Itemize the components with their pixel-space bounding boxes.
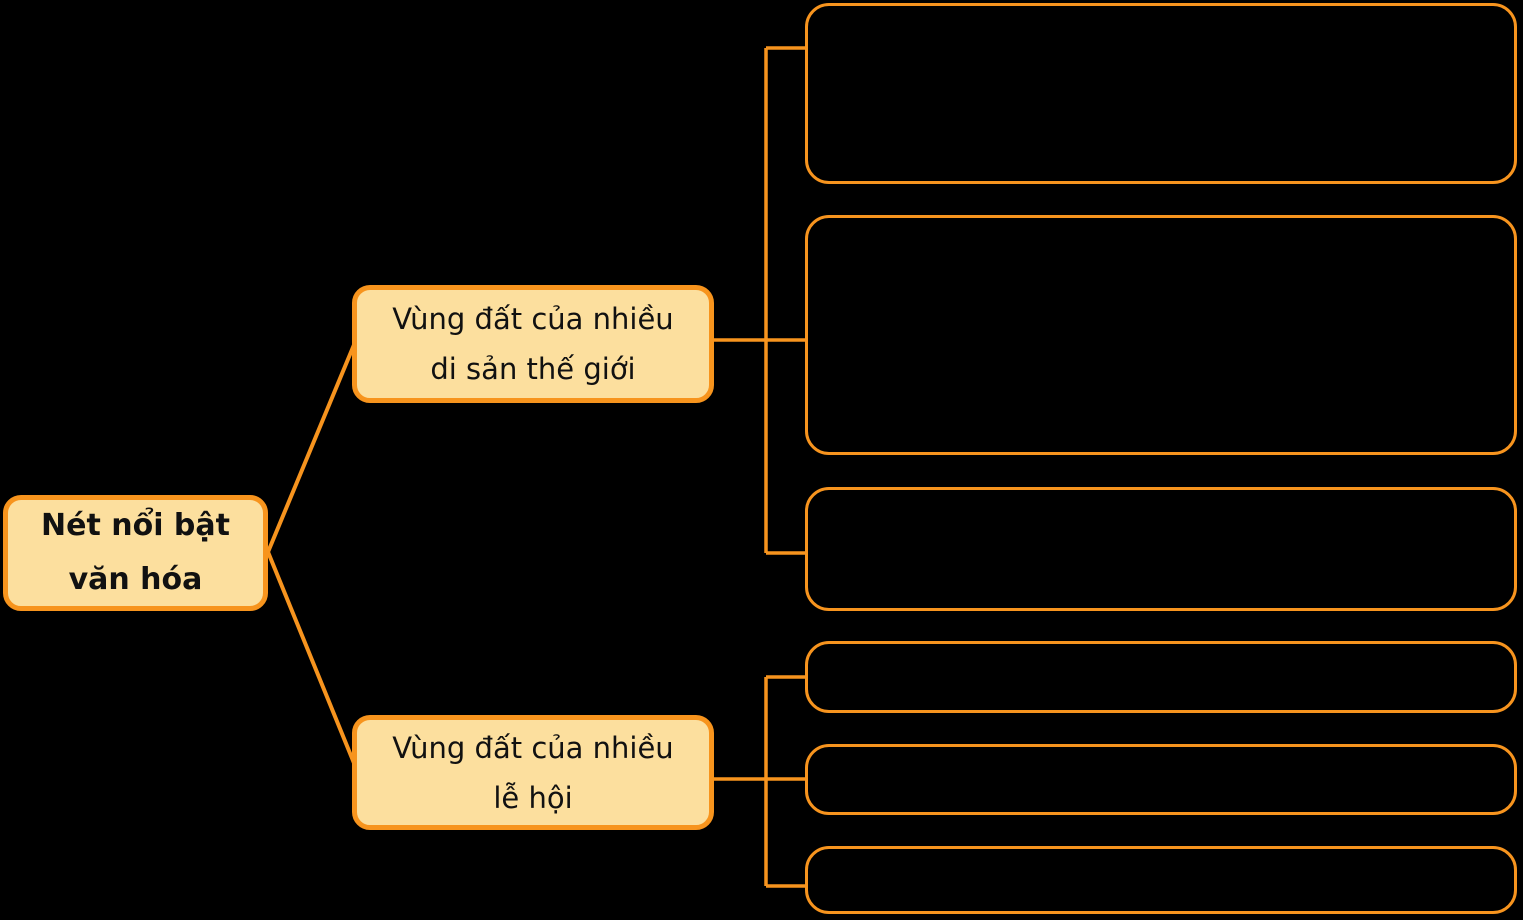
- answer-slot-heritage-1: [805, 3, 1517, 184]
- answer-slot-festival-1: [805, 641, 1517, 713]
- answer-slot-heritage-3: [805, 487, 1517, 611]
- root-label-line2: văn hóa: [68, 562, 203, 597]
- branch-heritage-label-line2: di sản thế giới: [430, 352, 636, 386]
- answer-slot-heritage-2: [805, 215, 1517, 455]
- branch-festival-label-line1: Vùng đất của nhiều: [392, 730, 674, 765]
- branch-node-heritage: Vùng đất của nhiều di sản thế giới: [352, 285, 714, 403]
- branch-heritage-label-line1: Vùng đất của nhiều: [392, 302, 674, 336]
- answer-slot-festival-3: [805, 846, 1517, 914]
- connector-root-branch1: [266, 339, 358, 553]
- connector-root-branch2: [266, 551, 358, 769]
- root-label-line1: Nét nổi bật: [41, 508, 230, 543]
- answer-slot-festival-2: [805, 744, 1517, 815]
- branch-festival-label-line2: lễ hội: [493, 780, 573, 815]
- branch-node-festival: Vùng đất của nhiều lễ hội: [352, 715, 714, 830]
- root-node: Nét nổi bật văn hóa: [3, 495, 268, 611]
